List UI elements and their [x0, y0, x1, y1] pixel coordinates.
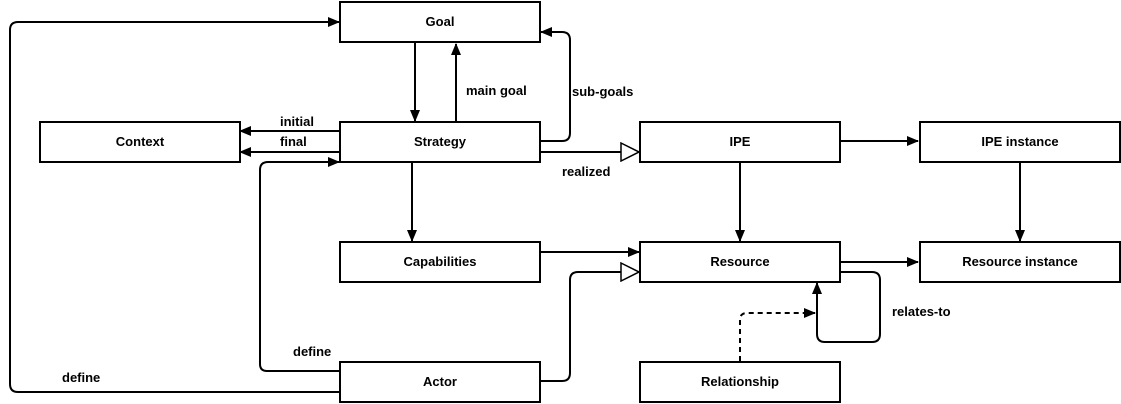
- node-resource-instance-label: Resource instance: [962, 254, 1078, 269]
- edge-actor-define-goal: [9, 17, 340, 393]
- label-define-goal: define: [62, 370, 100, 385]
- node-ipe-label: IPE: [730, 134, 751, 149]
- node-ipe[interactable]: IPE: [639, 121, 841, 163]
- node-resource-instance[interactable]: Resource instance: [919, 241, 1121, 283]
- node-actor-label: Actor: [423, 374, 457, 389]
- edge-actor-to-resource: [540, 272, 639, 382]
- label-relates-to: relates-to: [892, 304, 951, 319]
- label-final: final: [280, 134, 307, 149]
- node-relationship-label: Relationship: [701, 374, 779, 389]
- node-strategy-label: Strategy: [414, 134, 467, 149]
- edge-strategy-sub-goals: [540, 27, 571, 142]
- label-define-strategy: define: [293, 344, 331, 359]
- node-strategy[interactable]: Strategy: [339, 121, 541, 163]
- label-sub-goals: sub-goals: [572, 84, 633, 99]
- edge-relationship-to-relation: [739, 308, 816, 361]
- node-capabilities-label: Capabilities: [404, 254, 477, 269]
- node-ipe-instance-label: IPE instance: [981, 134, 1058, 149]
- node-ipe-instance[interactable]: IPE instance: [919, 121, 1121, 163]
- node-resource[interactable]: Resource: [639, 241, 841, 283]
- label-initial: initial: [280, 114, 314, 129]
- node-resource-label: Resource: [710, 254, 769, 269]
- node-goal[interactable]: Goal: [339, 1, 541, 43]
- node-context[interactable]: Context: [39, 121, 241, 163]
- label-main-goal: main goal: [466, 83, 527, 98]
- node-goal-label: Goal: [426, 14, 455, 29]
- node-capabilities[interactable]: Capabilities: [339, 241, 541, 283]
- node-relationship[interactable]: Relationship: [639, 361, 841, 403]
- edge-resource-relates-to: [812, 271, 881, 343]
- label-realized: realized: [562, 164, 610, 179]
- edge-actor-define-strategy: [259, 157, 340, 372]
- node-actor[interactable]: Actor: [339, 361, 541, 403]
- node-context-label: Context: [116, 134, 165, 149]
